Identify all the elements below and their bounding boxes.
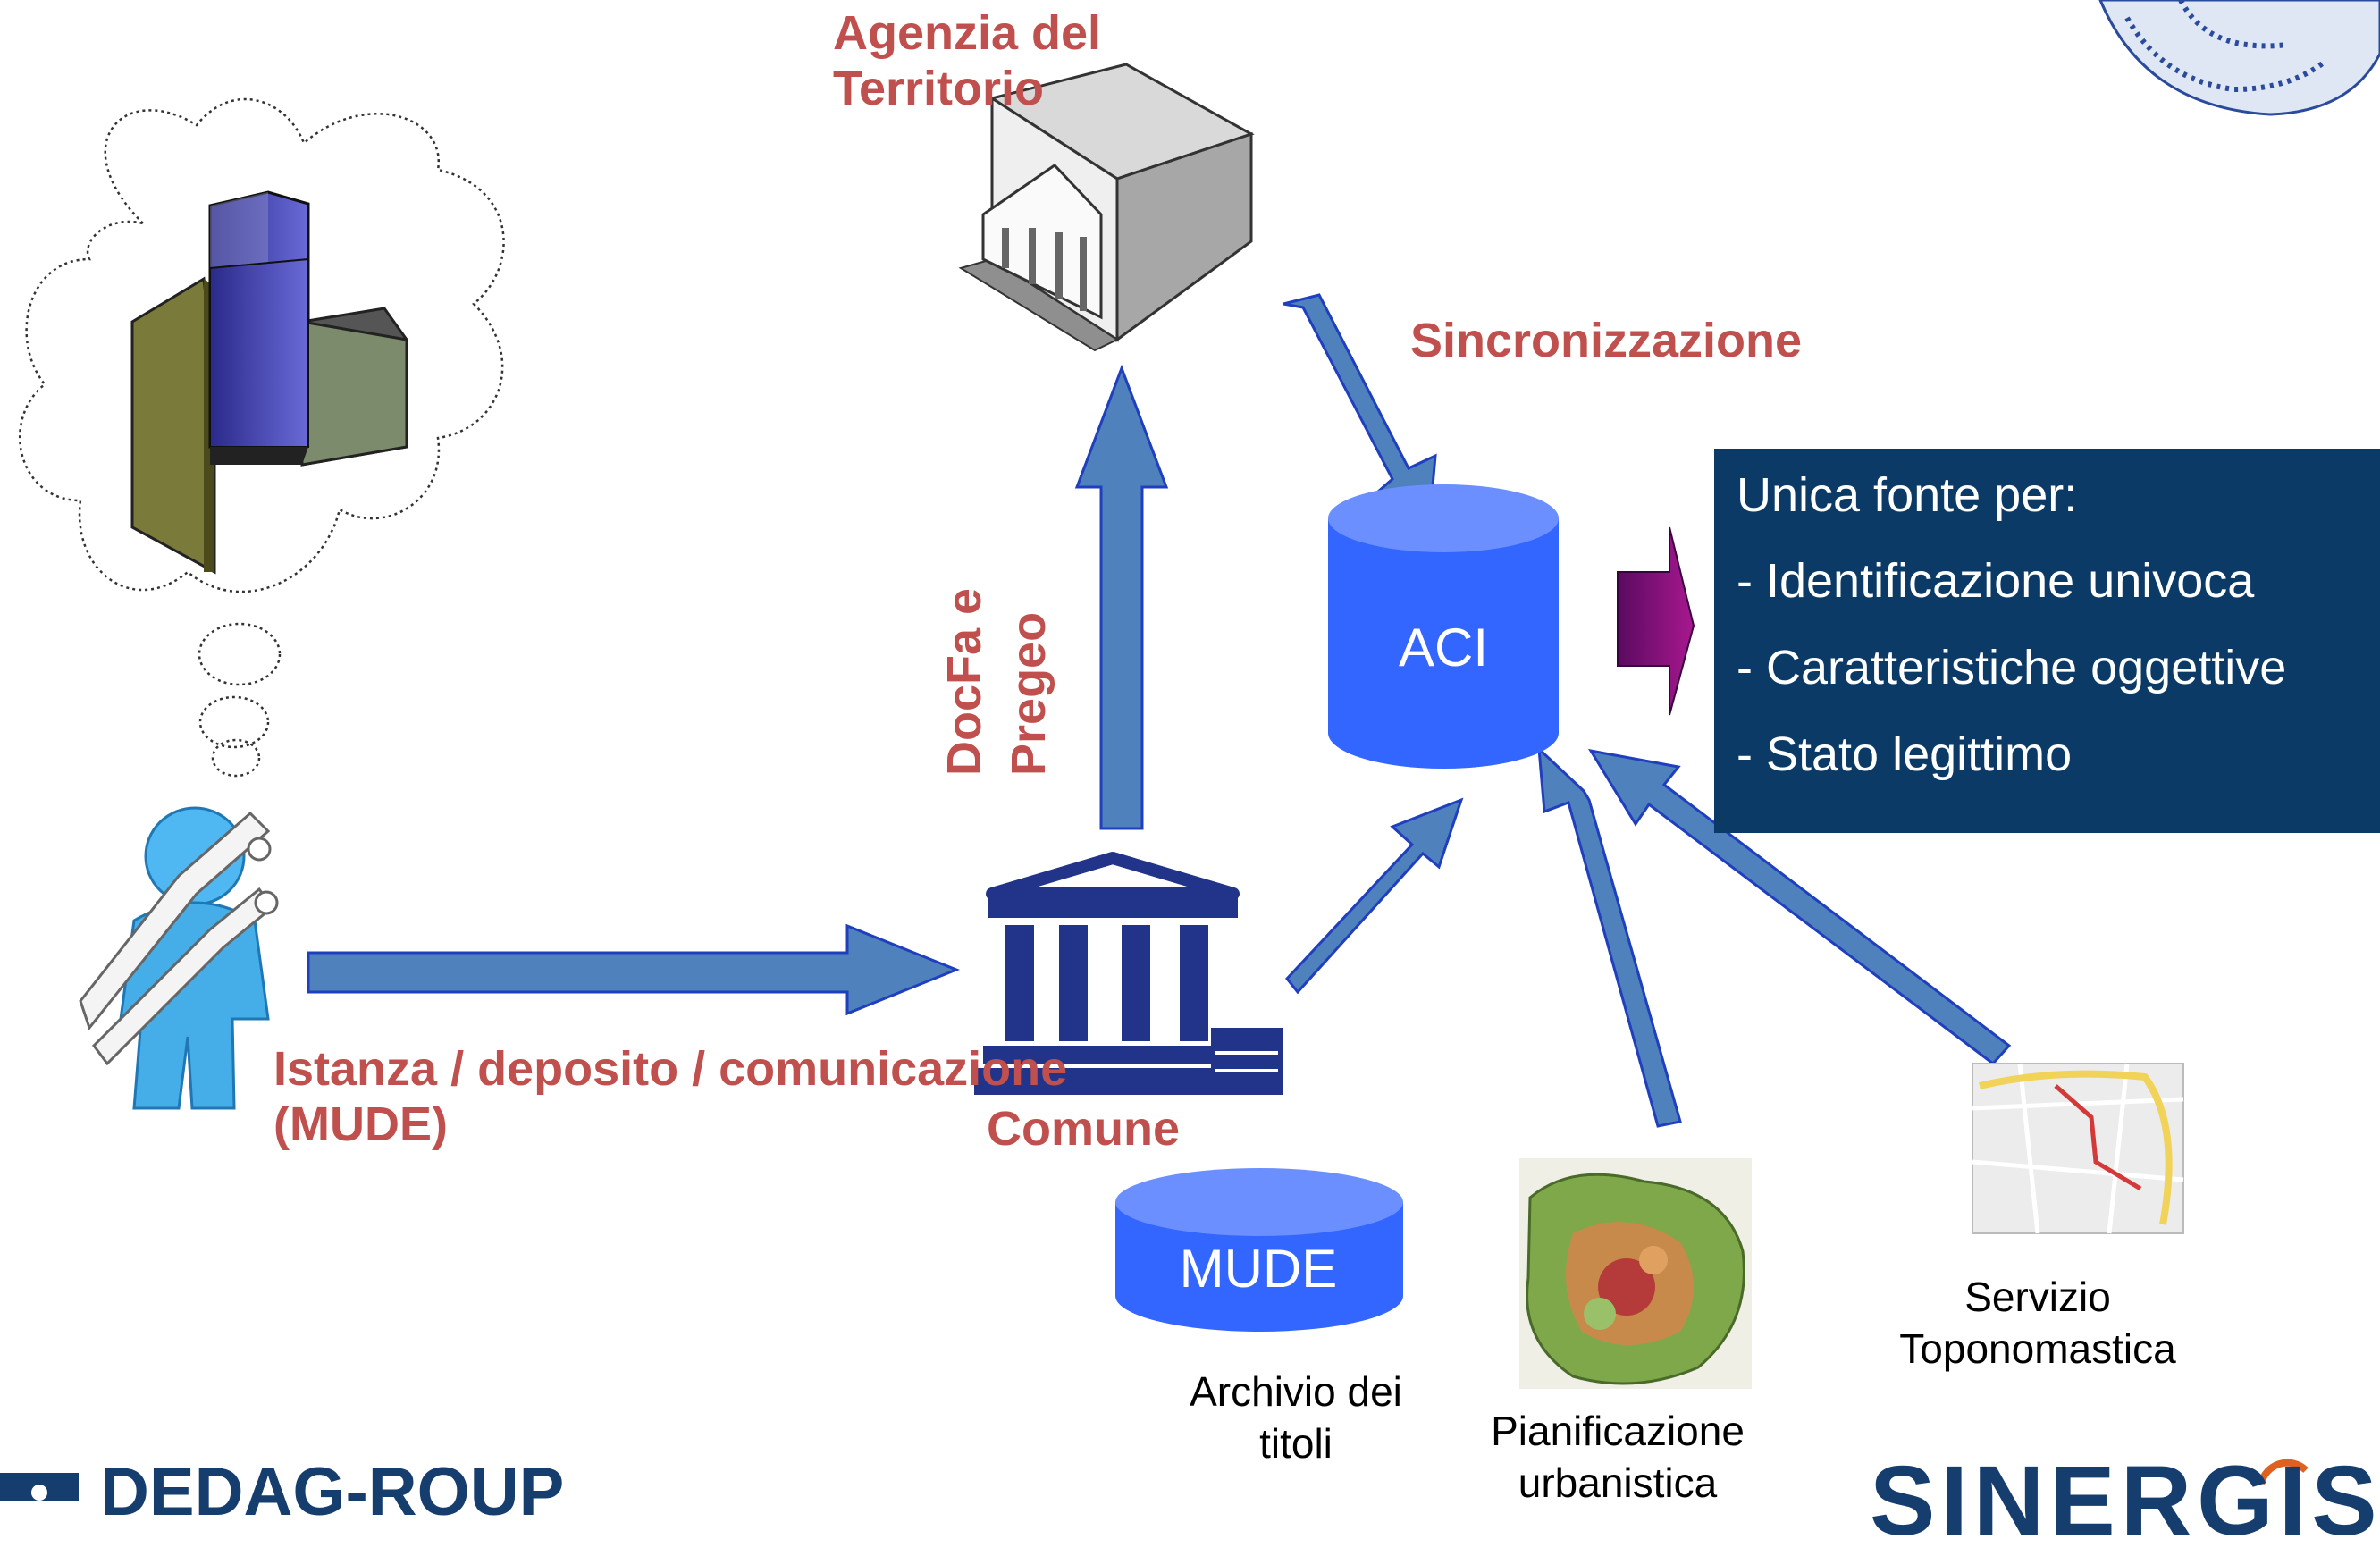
dedagroup-logo: DEDAG-ROUP	[100, 1454, 565, 1530]
istanza-label-line1: Istanza / deposito / comunicazione	[273, 1042, 1068, 1096]
pianificazione-label-line2: urbanistica	[1518, 1459, 1718, 1506]
person-icon	[79, 806, 279, 1110]
globe-icon	[2098, 0, 2380, 116]
diagram-canvas	[0, 0, 2380, 1501]
arrow-toponomastica-to-aci	[1587, 748, 2012, 1066]
archivio-label: Archivio dei titoli	[1162, 1366, 1430, 1469]
sinergis-logo-mark	[2258, 1459, 2309, 1485]
arrow-pianificazione-to-aci	[1537, 745, 1682, 1128]
toponomastica-label-line1: Servizio	[1964, 1274, 2111, 1320]
agency-building-icon	[958, 63, 1255, 352]
thought-cloud-icon	[18, 97, 505, 778]
archivio-label-line1: Archivio dei	[1190, 1368, 1402, 1415]
info-box-item: - Caratteristiche oggettive	[1737, 641, 2287, 694]
agency-label-line1: Agenzia del	[833, 6, 1102, 60]
dedagroup-logo-mark	[0, 1473, 79, 1501]
toponomastica-label-line2: Toponomastica	[1899, 1325, 2176, 1372]
agency-label-line2: Territorio	[833, 62, 1045, 115]
pianificazione-label: Pianificazione urbanistica	[1448, 1405, 1787, 1509]
comune-label: Comune	[987, 1102, 1180, 1156]
comune-building-icon	[974, 852, 1283, 1095]
sync-label: Sincronizzazione	[1410, 314, 1803, 367]
info-box-title: Unica fonte per:	[1737, 468, 2078, 522]
urban-planning-map	[1519, 1158, 1752, 1389]
aci-label: ACI	[1398, 618, 1489, 677]
istanza-label-line2: (MUDE)	[273, 1098, 448, 1151]
docfa-label-line2: Pregeo	[1002, 611, 1055, 776]
docfa-label-line1: DocFa e	[938, 587, 991, 776]
info-box-item: - Identificazione univoca	[1737, 554, 2255, 608]
buildings-icon	[130, 190, 408, 575]
toponomastica-label: Servizio Toponomastica	[1859, 1271, 2216, 1375]
istanza-label: Istanza / deposito / comunicazione (MUDE…	[273, 1041, 1067, 1152]
info-box: Unica fonte per: - Identificazione univo…	[1714, 449, 2380, 833]
arrow-comune-to-agency	[1074, 364, 1169, 830]
agency-label: Agenzia del Territorio	[833, 5, 1101, 116]
docfa-pregeo-label: DocFa e Pregeo	[932, 588, 1061, 776]
sinergis-logo: SINERGIS	[1870, 1446, 2380, 1556]
arrow-person-to-comune	[307, 923, 961, 1016]
street-map	[1972, 1063, 2184, 1234]
arrow-comune-to-aci	[1285, 797, 1464, 995]
aci-database	[1328, 484, 1559, 769]
archivio-label-line2: titoli	[1259, 1420, 1333, 1467]
mude-label: MUDE	[1179, 1239, 1338, 1299]
mude-database	[1115, 1168, 1403, 1332]
purple-arrow	[1617, 526, 1695, 716]
pianificazione-label-line1: Pianificazione	[1491, 1408, 1745, 1454]
info-box-item: - Stato legittimo	[1737, 728, 2073, 781]
